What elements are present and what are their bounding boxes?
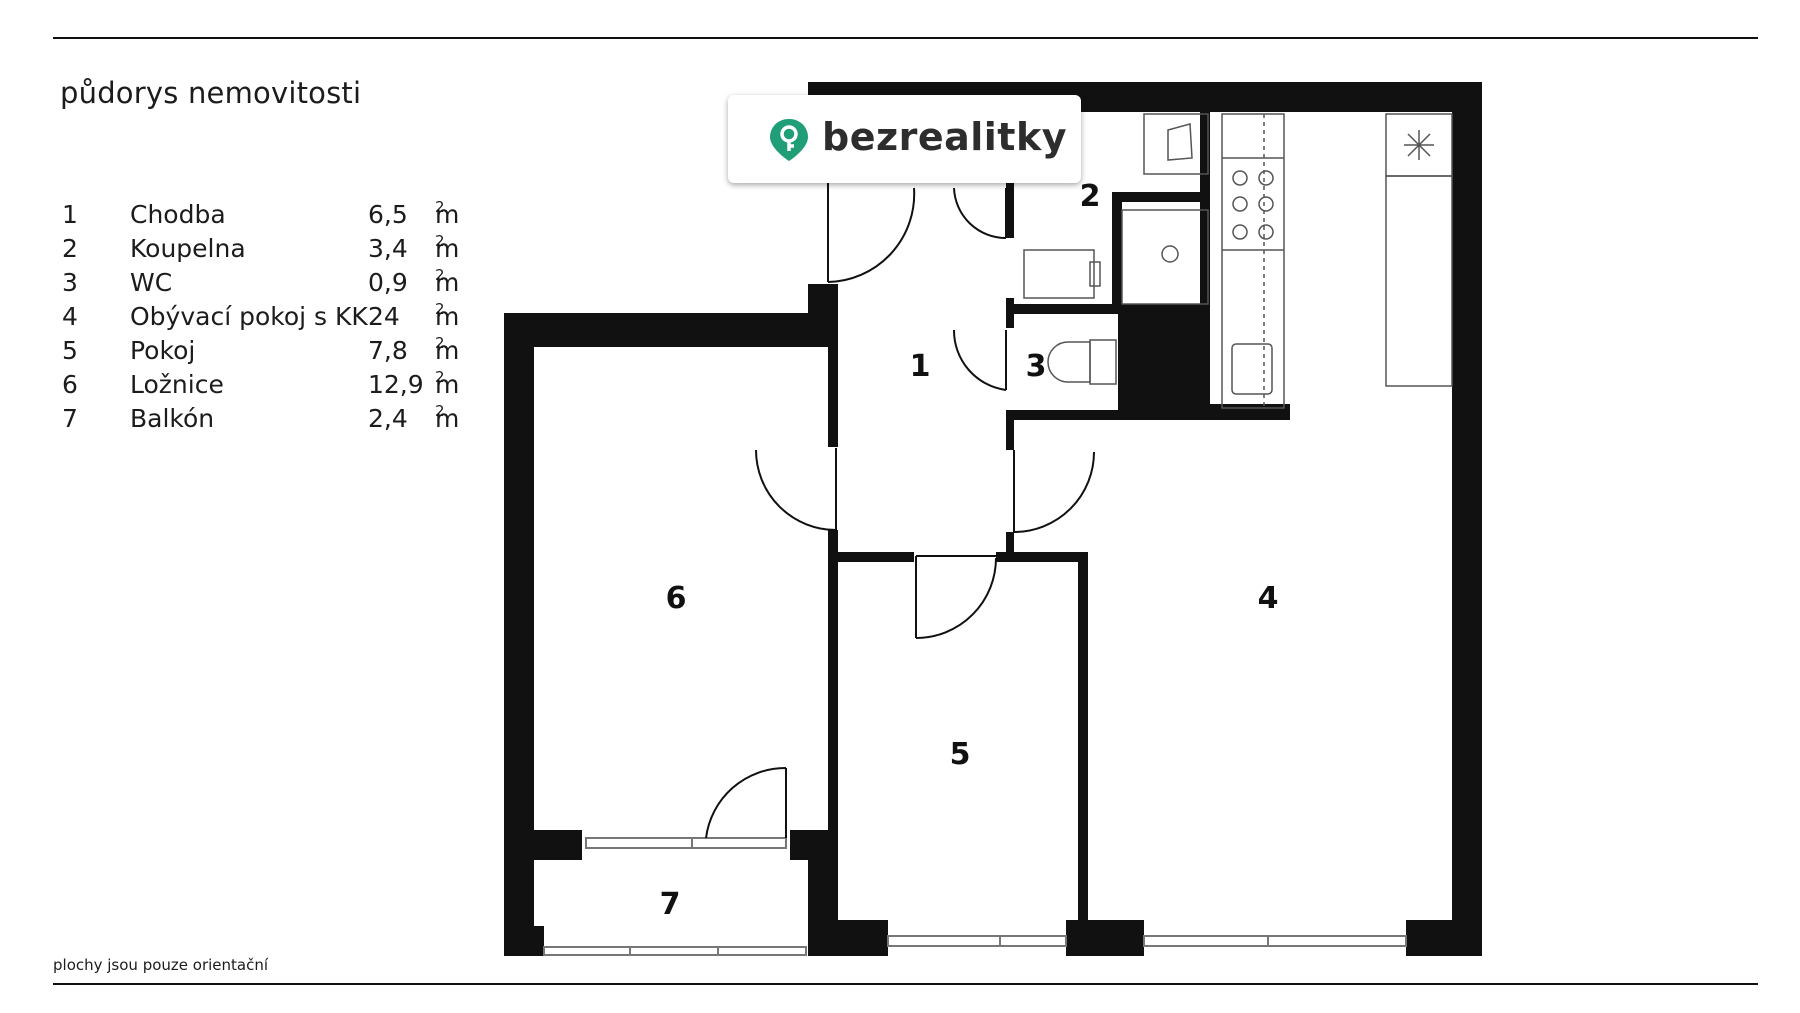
doors: [705, 182, 1095, 839]
kitchen-counter: [1221, 113, 1285, 409]
room-labels: 1 2 3 4 5 6 7: [660, 179, 1279, 922]
legend-number: 2: [62, 234, 78, 263]
stove-icon: [1232, 170, 1274, 240]
bottom-rule: [53, 983, 1758, 985]
legend-area: 0,9: [368, 268, 408, 297]
legend-room-name: Ložnice: [130, 370, 224, 399]
room-label-5: 5: [950, 737, 971, 772]
footnote: plochy jsou pouze orientační: [53, 956, 269, 974]
legend-number: 5: [62, 336, 78, 365]
room-label-1: 1: [910, 349, 931, 384]
page-title: půdorys nemovitosti: [60, 76, 362, 110]
toilet-icon: [1047, 341, 1091, 383]
location-key-icon: [770, 119, 808, 161]
legend-area: 6,5: [368, 200, 408, 229]
bathtub-icon: [1023, 249, 1095, 299]
brand-watermark: bezrealitky: [728, 95, 1081, 183]
fixtures: [1023, 113, 1453, 409]
legend-number: 3: [62, 268, 78, 297]
room-label-7: 7: [660, 887, 681, 922]
legend-number: 1: [62, 200, 78, 229]
walls: [504, 82, 1482, 956]
brand-name: bezrealitky: [822, 115, 1068, 159]
room-label-6: 6: [666, 581, 687, 616]
kitchen-cabinet: [1385, 175, 1453, 387]
legend-number: 7: [62, 404, 78, 433]
room-label-2: 2: [1080, 179, 1101, 214]
legend-room-name: Koupelna: [130, 234, 246, 263]
legend-room-name: Chodba: [130, 200, 226, 229]
legend-room-name: Balkón: [130, 404, 215, 433]
legend-area: 2,4: [368, 404, 408, 433]
legend-area: 3,4: [368, 234, 408, 263]
room-label-3: 3: [1026, 349, 1047, 384]
top-rule: [53, 37, 1758, 39]
room-label-4: 4: [1258, 581, 1279, 616]
windows: [543, 837, 1407, 956]
legend-room-name: Pokoj: [130, 336, 196, 365]
legend-area: 7,8: [368, 336, 408, 365]
legend-area: 24: [368, 302, 400, 331]
legend-area: 12,9: [368, 370, 424, 399]
washer-icon: [1143, 113, 1209, 175]
legend-number: 6: [62, 370, 78, 399]
sink-icon: [1231, 343, 1273, 395]
shower-icon: [1121, 209, 1209, 305]
legend-room-name: Obývací pokoj s KK: [130, 302, 368, 331]
legend-room-name: WC: [130, 268, 173, 297]
legend-number: 4: [62, 302, 78, 331]
